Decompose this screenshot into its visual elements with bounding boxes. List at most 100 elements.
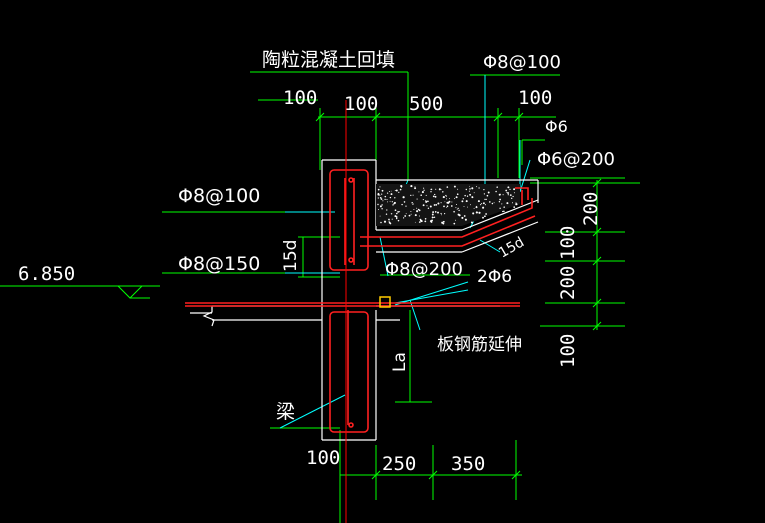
concrete-speckle [410,194,412,197]
concrete-speckle [412,194,414,196]
concrete-speckle [430,188,432,191]
concrete-speckle [511,202,514,204]
concrete-speckle [425,200,427,202]
concrete-speckle [416,207,418,209]
concrete-speckle [394,197,396,199]
concrete-speckle [433,204,436,206]
concrete-speckle [465,200,468,203]
concrete-speckle [454,198,456,200]
concrete-speckle [493,202,495,204]
concrete-speckle [427,207,430,210]
concrete-speckle [427,200,429,203]
concrete-speckle [485,213,487,215]
concrete-speckle [424,220,427,223]
concrete-speckle [499,193,501,195]
concrete-speckle [390,190,392,192]
concrete-speckle [513,192,515,194]
concrete-speckle [462,198,464,200]
concrete-speckle [481,203,483,205]
concrete-speckle [391,201,393,203]
concrete-speckle [377,203,379,206]
concrete-speckle [437,211,439,214]
concrete-speckle [437,202,440,205]
concrete-speckle [457,213,460,216]
label-slab-extension: 板钢筋延伸 [437,335,522,355]
concrete-speckle [476,205,478,207]
concrete-speckle [390,193,393,196]
concrete-speckle [483,193,486,195]
label-phi6: Φ6 [545,117,568,136]
concrete-speckle [463,206,465,207]
concrete-speckle [484,204,486,206]
concrete-speckle [386,198,388,201]
concrete-speckle [381,189,384,192]
concrete-speckle [455,207,457,209]
concrete-speckle [496,186,498,188]
concrete-speckle [455,219,456,221]
concrete-speckle [381,204,383,206]
concrete-speckle [414,221,416,223]
concrete-speckle [410,185,413,188]
concrete-speckle [495,190,497,193]
concrete-speckle [515,203,518,206]
label-wall-rebar-lower: Φ8@150 [178,253,260,275]
concrete-speckle [414,186,416,188]
concrete-speckle [417,208,420,211]
concrete-speckle [482,202,485,205]
concrete-speckle [431,213,434,216]
concrete-speckle [425,194,427,196]
concrete-speckle [442,196,445,199]
concrete-speckle [467,206,469,208]
concrete-speckle [403,201,406,203]
concrete-speckle [507,192,510,194]
concrete-speckle [445,198,447,200]
concrete-speckle [440,212,442,215]
concrete-speckle [424,218,427,220]
top-dim-2: 100 [344,93,378,115]
concrete-speckle [434,211,437,213]
concrete-speckle [434,195,437,198]
concrete-speckle [464,194,466,197]
concrete-speckle [405,205,407,207]
concrete-speckle [435,188,437,190]
concrete-speckle [461,200,464,203]
concrete-speckle [380,221,382,224]
concrete-speckle [377,193,380,196]
title-ceramsite-backfill: 陶粒混凝土回填 [262,49,395,71]
right-dim-2: 100 [557,226,579,260]
top-dim-4: 100 [518,87,552,109]
bottom-dim-1: 100 [306,447,340,469]
concrete-speckle [389,200,391,202]
snap-marker[interactable] [379,296,391,308]
concrete-speckle [392,204,394,206]
concrete-speckle [509,194,512,197]
concrete-speckle [446,206,448,208]
concrete-speckle [486,194,489,197]
concrete-speckle [402,196,405,199]
concrete-speckle [503,206,505,208]
concrete-speckle [479,204,482,206]
concrete-speckle [410,213,412,215]
concrete-speckle [505,189,508,192]
concrete-speckle [431,216,434,219]
concrete-speckle [445,194,447,197]
concrete-speckle [399,211,401,213]
concrete-speckle [453,222,456,225]
concrete-speckle [457,207,459,210]
concrete-speckle [455,203,458,206]
top-dim-3: 500 [409,93,443,115]
concrete-speckle [397,211,399,213]
concrete-speckle [470,221,473,224]
concrete-speckle [440,188,442,190]
concrete-speckle [381,193,383,195]
concrete-speckle [456,193,459,196]
concrete-speckle [405,213,407,215]
concrete-speckle [394,209,397,212]
concrete-speckle [412,203,414,205]
concrete-speckle [423,204,425,206]
concrete-speckle [382,200,384,202]
top-dim-1: 100 [283,87,317,109]
concrete-speckle [414,187,417,190]
concrete-speckle [510,197,513,200]
